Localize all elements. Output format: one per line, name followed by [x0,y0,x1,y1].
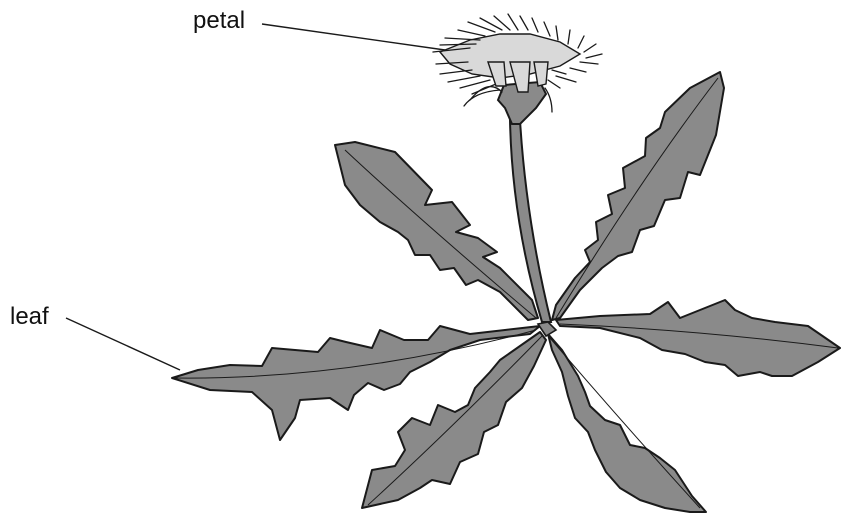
leaf-upper-left [335,142,538,320]
flower-head [433,14,602,124]
leaf-pointer-line [66,318,180,370]
petal-pointer-line [262,24,445,50]
petal-label: petal [193,9,245,33]
leaf-lower-right [548,334,706,512]
leaf-label: leaf [10,305,49,329]
leaf-right [556,300,840,376]
leaf-upper-right [552,72,724,320]
